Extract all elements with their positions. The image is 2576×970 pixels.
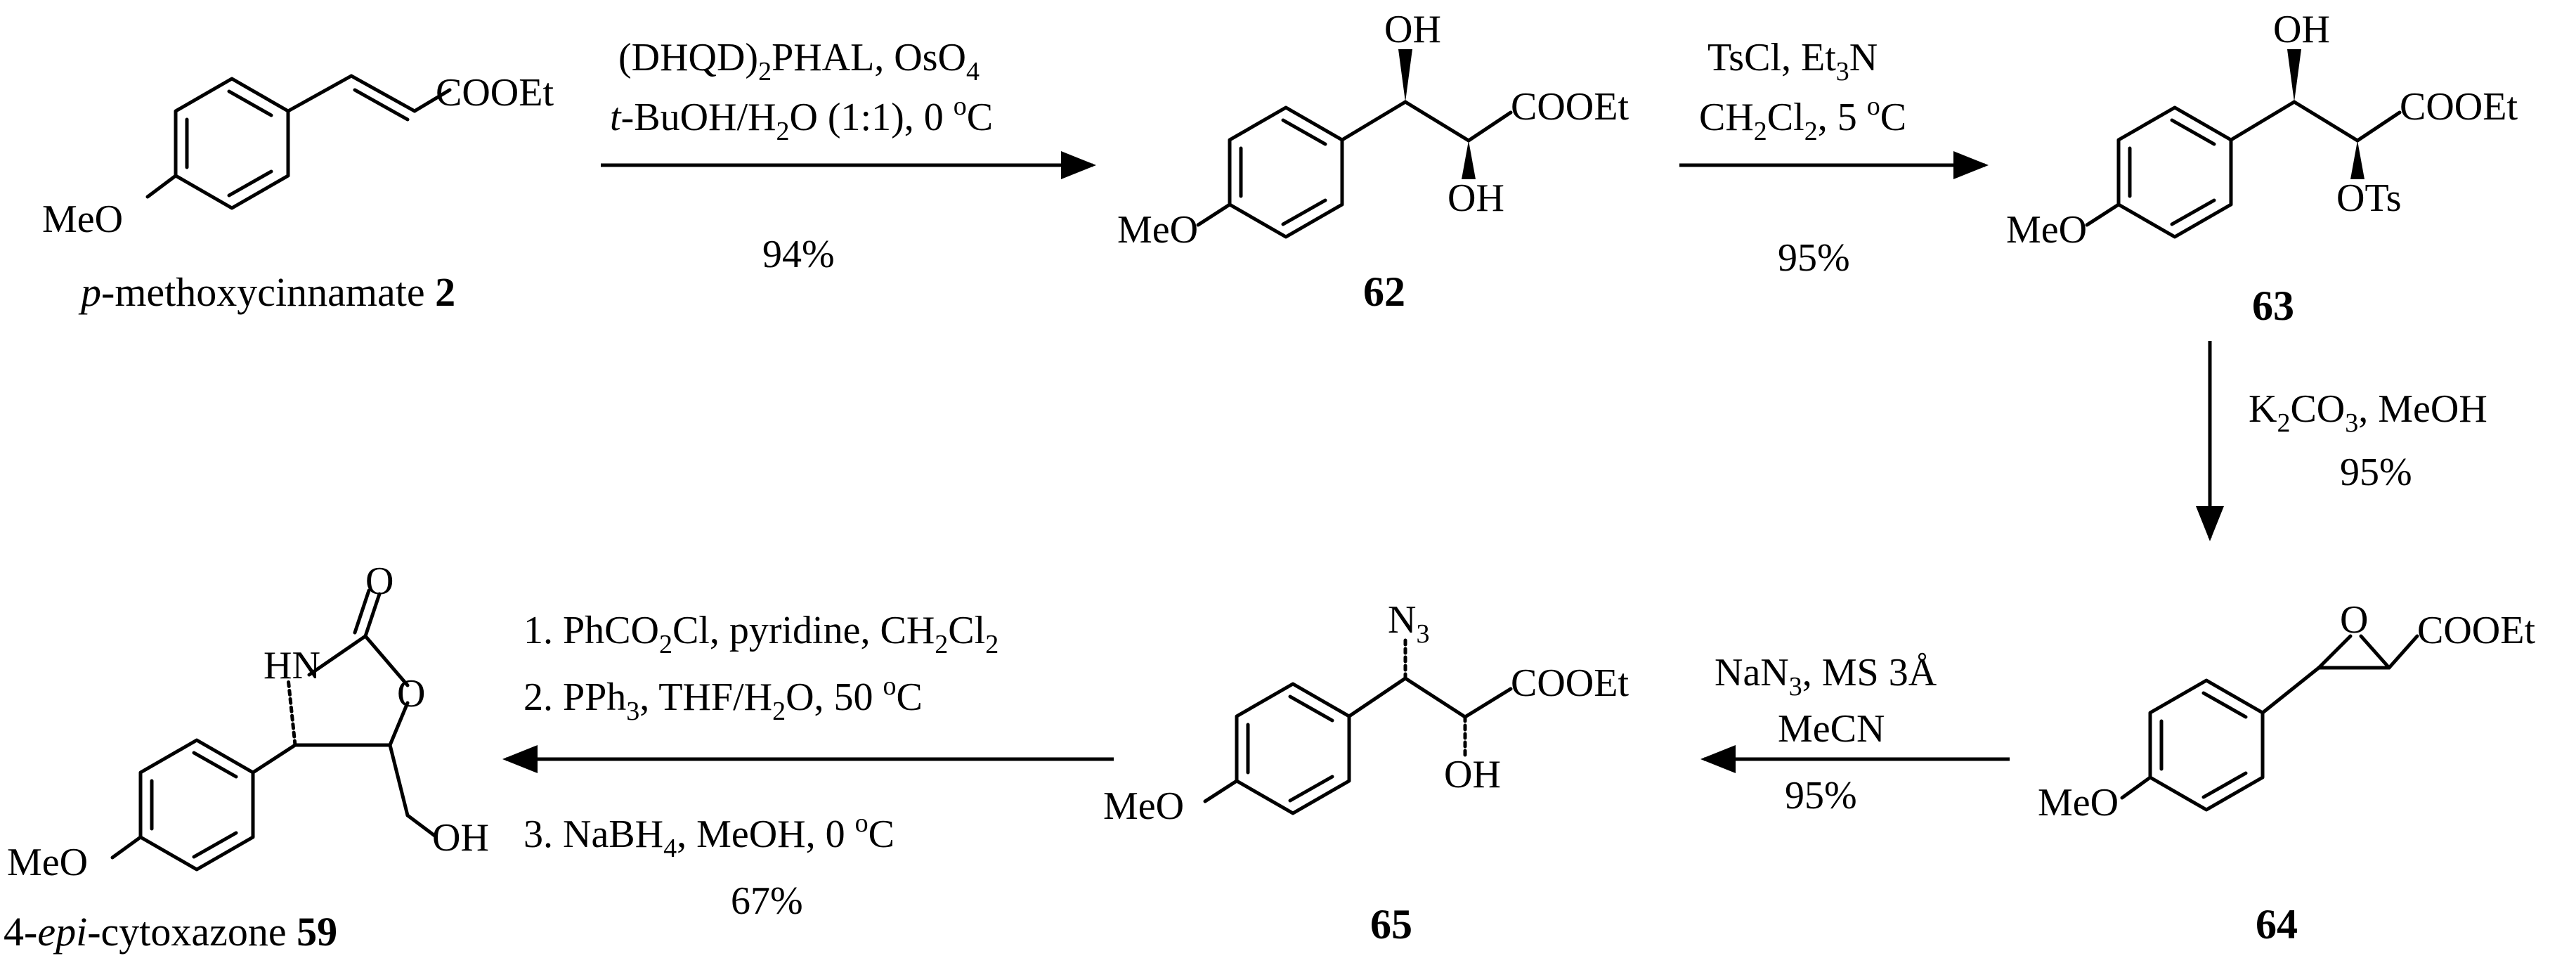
svg-text:MeO: MeO bbox=[1103, 784, 1184, 828]
svg-text:OTs: OTs bbox=[2336, 176, 2402, 220]
svg-text:COOEt: COOEt bbox=[2417, 609, 2535, 652]
svg-text:N3: N3 bbox=[1388, 598, 1429, 649]
svg-text:95%: 95% bbox=[2340, 451, 2412, 494]
svg-text:OH: OH bbox=[1444, 753, 1501, 796]
svg-text:K2CO3, MeOH: K2CO3, MeOH bbox=[2249, 387, 2487, 438]
svg-text:OH: OH bbox=[432, 816, 489, 860]
svg-text:O: O bbox=[365, 560, 393, 603]
conditions-step4: NaN3, MS 3Å MeCN 95% bbox=[1715, 651, 1937, 817]
svg-text:MeO: MeO bbox=[1117, 208, 1198, 252]
c2-caption: p-methoxycinnamate 2 bbox=[78, 269, 455, 315]
svg-text:95%: 95% bbox=[1778, 236, 1850, 280]
svg-text:94%: 94% bbox=[762, 233, 835, 276]
svg-text:(DHQD)2PHAL, OsO4: (DHQD)2PHAL, OsO4 bbox=[618, 36, 980, 86]
svg-text:65: 65 bbox=[1370, 901, 1412, 948]
svg-text:OH: OH bbox=[1448, 176, 1504, 220]
compound-64: O MeO COOEt 64 bbox=[2038, 598, 2535, 948]
svg-text:1. PhCO2Cl, pyridine, CH2Cl2: 1. PhCO2Cl, pyridine, CH2Cl2 bbox=[523, 609, 998, 659]
svg-text:2. PPh3, THF/H2O, 50 oC: 2. PPh3, THF/H2O, 50 oC bbox=[523, 671, 923, 726]
conditions-step5: 1. PhCO2Cl, pyridine, CH2Cl2 2. PPh3, TH… bbox=[523, 609, 998, 923]
svg-text:MeO: MeO bbox=[7, 841, 88, 884]
svg-text:3. NaBH4, MeOH, 0 oC: 3. NaBH4, MeOH, 0 oC bbox=[523, 808, 895, 863]
svg-text:O: O bbox=[2340, 598, 2368, 642]
svg-text:OH: OH bbox=[2273, 8, 2330, 51]
compound-62: MeO COOEt OH OH 62 bbox=[1117, 8, 1629, 315]
svg-text:MeO: MeO bbox=[2038, 781, 2119, 824]
conditions-step1: (DHQD)2PHAL, OsO4 t-BuOH/H2O (1:1), 0 oC… bbox=[610, 36, 993, 276]
c2-substituent: MeO bbox=[42, 198, 123, 241]
c2-ester: COOEt bbox=[436, 71, 554, 115]
svg-text:COOEt: COOEt bbox=[2400, 85, 2518, 129]
svg-text:O: O bbox=[397, 672, 425, 716]
svg-text:CH2Cl2, 5 oC: CH2Cl2, 5 oC bbox=[1699, 91, 1906, 146]
conditions-step2: TsCl, Et3N CH2Cl2, 5 oC 95% bbox=[1699, 36, 1906, 280]
svg-text:63: 63 bbox=[2252, 283, 2294, 329]
compound-2: MeO COOEt p-methoxycinnamate 2 bbox=[42, 71, 554, 315]
svg-text:MeO: MeO bbox=[2006, 208, 2087, 252]
svg-text:67%: 67% bbox=[731, 879, 803, 923]
c59-caption: 4-epi-cytoxazone 59 bbox=[4, 909, 337, 955]
conditions-step3: K2CO3, MeOH 95% bbox=[2249, 387, 2487, 494]
svg-text:95%: 95% bbox=[1785, 774, 1857, 817]
svg-text:TsCl, Et3N: TsCl, Et3N bbox=[1707, 36, 1878, 86]
svg-text:62: 62 bbox=[1363, 269, 1405, 315]
svg-text:COOEt: COOEt bbox=[1511, 85, 1629, 129]
svg-text:NaN3, MS 3Å: NaN3, MS 3Å bbox=[1715, 651, 1937, 701]
svg-text:OH: OH bbox=[1384, 8, 1441, 51]
svg-text:HN: HN bbox=[264, 644, 320, 687]
compound-65: N3 MeO COOEt OH 65 bbox=[1103, 598, 1629, 948]
svg-text:64: 64 bbox=[2256, 901, 2298, 948]
compound-63: MeO COOEt OH OTs 63 bbox=[2006, 8, 2518, 329]
svg-text:COOEt: COOEt bbox=[1511, 661, 1629, 705]
svg-text:MeCN: MeCN bbox=[1778, 707, 1885, 751]
compound-59: O HN O OH MeO 4-epi-cytoxazone 59 bbox=[4, 560, 489, 955]
svg-text:t-BuOH/H2O (1:1), 0 oC: t-BuOH/H2O (1:1), 0 oC bbox=[610, 91, 993, 146]
